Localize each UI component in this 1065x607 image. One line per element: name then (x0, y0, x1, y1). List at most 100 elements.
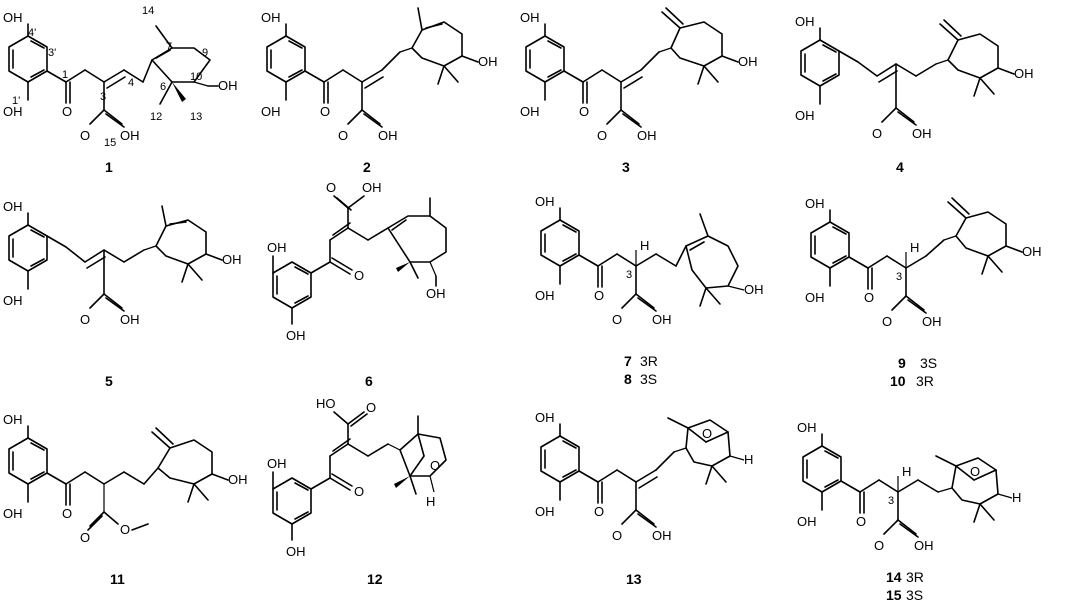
locant: 1' (12, 95, 20, 107)
compound-5: OH OH O OH OH 5 (3, 199, 242, 389)
oh-label: OH (797, 420, 817, 435)
oh-label: OH (3, 199, 23, 214)
compound-1-label: 1 (105, 159, 113, 175)
compound-7-8: OH OH O O OH OH H 3 7 3R 8 3S (535, 194, 764, 387)
oh-label: OH (805, 290, 825, 305)
compound-12-label: 12 (367, 571, 383, 587)
o-label: O (612, 312, 622, 327)
oh-label: OH (922, 314, 942, 329)
locant: 6 (160, 81, 166, 93)
oh-label: OH (286, 544, 306, 559)
o-label: O (430, 458, 440, 473)
h-label: H (744, 452, 753, 467)
locant: 4' (28, 27, 36, 39)
oh-label: OH (267, 240, 287, 255)
compound-11-label: 11 (110, 571, 125, 587)
o-label: O (864, 290, 874, 305)
o-label: O (597, 128, 607, 143)
oh-label: OH (652, 312, 672, 327)
oh-label: OH (120, 312, 140, 327)
o-label: O (80, 312, 90, 327)
oh-label: OH (426, 286, 446, 301)
compound-5-label: 5 (105, 373, 113, 389)
oh-label: OH (3, 10, 23, 25)
o-label: O (856, 514, 866, 529)
oh-label: OH (795, 108, 815, 123)
oh-label: OH (535, 504, 555, 519)
oh-label: OH (3, 412, 23, 427)
compound-3-label: 3 (622, 159, 630, 175)
compound-12: OH OH O HO O O H 12 (267, 396, 447, 587)
locant: 12 (150, 111, 162, 123)
compound-14-label: 14 (886, 569, 902, 585)
locant: 3 (888, 495, 894, 507)
o-label: O (594, 504, 604, 519)
o-label: O (62, 104, 72, 119)
compound-8-label: 8 (624, 371, 632, 387)
oh-label: OH (478, 54, 498, 69)
oh-label: OH (286, 328, 306, 343)
o-label: O (702, 426, 712, 441)
o-label: O (326, 180, 336, 195)
o-label: O (882, 314, 892, 329)
compound-6: OH OH O O OH OH 6 (267, 180, 447, 389)
h-label: H (640, 238, 649, 253)
oh-label: OH (267, 456, 287, 471)
o-label: O (594, 288, 604, 303)
compound-13: OH OH O O OH O H 13 (535, 410, 753, 587)
o-label: O (62, 506, 72, 521)
oh-label: OH (520, 10, 540, 25)
compound-1: OH OH O O OH OH 4' 3' 1' 1 3 4 6 7 14 9 … (3, 5, 238, 175)
compound-10-config: 3R (916, 373, 934, 389)
locant: 3' (48, 47, 56, 59)
oh-label: OH (912, 126, 932, 141)
oh-label: OH (3, 506, 23, 521)
locant: 1 (62, 69, 68, 81)
locant: 10 (190, 71, 202, 83)
locant: 3 (100, 91, 106, 103)
h-label: H (426, 494, 435, 509)
compound-9-label: 9 (898, 355, 906, 371)
compound-11: OH OH O O O OH 11 (3, 412, 248, 587)
o-label: O (80, 128, 90, 143)
locant: 9 (202, 47, 208, 59)
compound-10-label: 10 (890, 373, 906, 389)
oh-label: OH (535, 288, 555, 303)
o-label: O (80, 530, 90, 545)
compound-8-config: 3S (640, 371, 657, 387)
h-label: H (902, 464, 911, 479)
oh-label: OH (3, 104, 23, 119)
compound-15-label: 15 (886, 587, 902, 603)
locant: 3 (896, 271, 902, 283)
locant: 14 (142, 5, 154, 17)
compound-4-label: 4 (896, 159, 904, 175)
oh-label: OH (535, 410, 555, 425)
oh-label: OH (637, 128, 657, 143)
o-label: O (338, 128, 348, 143)
oh-label: OH (261, 10, 281, 25)
locant: 3 (626, 269, 632, 281)
compound-13-label: 13 (626, 571, 642, 587)
o-label: O (320, 104, 330, 119)
compound-6-label: 6 (365, 373, 373, 389)
h-label: H (1012, 490, 1021, 505)
locant: 4 (128, 77, 134, 89)
compound-15-config: 3S (906, 587, 923, 603)
o-label: O (120, 522, 130, 537)
compound-2-label: 2 (363, 159, 371, 175)
oh-label: OH (738, 54, 758, 69)
o-label: O (354, 268, 364, 283)
h-label: H (910, 240, 919, 255)
locant: 15 (104, 137, 116, 149)
o-label: O (874, 538, 884, 553)
compound-7-label: 7 (624, 353, 632, 369)
oh-label: OH (535, 194, 555, 209)
oh-label: OH (261, 104, 281, 119)
o-label: O (366, 400, 376, 415)
o-label: O (872, 126, 882, 141)
oh-label: OH (222, 252, 242, 267)
oh-label: OH (652, 528, 672, 543)
oh-label: OH (797, 514, 817, 529)
